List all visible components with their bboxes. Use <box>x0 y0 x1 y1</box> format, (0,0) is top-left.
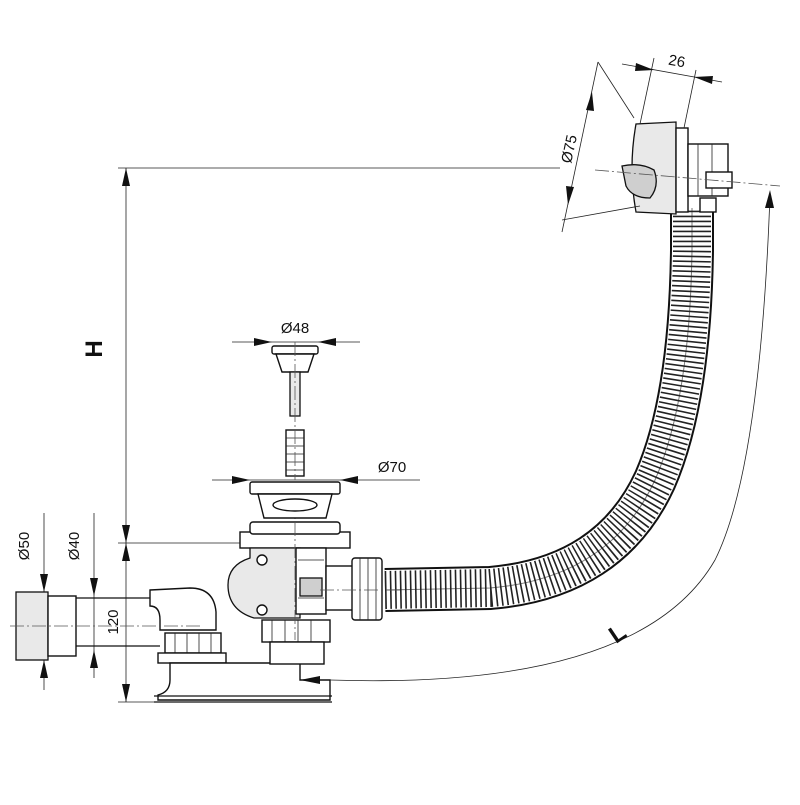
outlet-outer-diameter-label: Ø50 <box>16 532 33 560</box>
trap-stem <box>269 641 325 665</box>
coupling-body <box>325 565 355 611</box>
arrow-head <box>122 684 130 702</box>
overflow-diameter-label: Ø75 <box>558 133 581 164</box>
plug-body <box>275 353 315 373</box>
length-dimension-curve <box>329 194 771 682</box>
waste-housing <box>227 547 301 619</box>
arrow-head <box>254 338 272 346</box>
trap-body <box>154 619 332 703</box>
overflow-diameter-dimension: Ø75 <box>558 61 641 233</box>
trap-height-dimension: 120 <box>105 543 330 703</box>
arrow-head <box>566 186 574 205</box>
flexible-hose <box>384 208 714 612</box>
arrow-head <box>635 63 654 71</box>
overflow-depth-dimension: 26 <box>621 52 723 129</box>
arrow-head <box>122 543 130 561</box>
flange-diameter-label: Ø70 <box>378 459 406 476</box>
overflow-centerline <box>594 169 781 187</box>
overflow-head <box>594 121 781 215</box>
hose-coupling <box>320 557 400 621</box>
length-label: L <box>604 618 631 649</box>
trap-height-label: 120 <box>105 609 122 634</box>
height-dimension: H <box>81 167 560 702</box>
height-label: H <box>81 340 108 357</box>
outlet-diameter-dimensions: Ø50 Ø40 <box>16 513 98 690</box>
arrow-head <box>586 92 594 111</box>
overflow-top-extension-line <box>597 61 635 119</box>
outlet-pipe <box>10 587 217 661</box>
grate-flange <box>249 481 341 495</box>
plug-assembly: Ø48 <box>232 320 360 480</box>
overflow-outlet <box>699 197 717 213</box>
overflow-bottom-extension-line <box>561 205 641 221</box>
overflow-gasket <box>675 127 689 213</box>
arrow-head <box>694 76 713 84</box>
overflow-depth-label: 26 <box>667 52 686 72</box>
outlet-elbow <box>149 587 217 631</box>
arrow-head <box>40 660 48 678</box>
overflow-grip <box>621 164 657 199</box>
arrow-head <box>90 650 98 668</box>
arrow-head <box>765 190 774 208</box>
trap-nut-flange <box>157 652 227 664</box>
arrow-head <box>90 578 98 596</box>
trap-base <box>157 662 331 701</box>
arrow-head <box>122 525 130 543</box>
arrow-head <box>340 476 358 484</box>
plug-diameter-label: Ø48 <box>281 320 309 337</box>
flange-dimension: Ø70 <box>212 459 420 519</box>
trap-nut-left <box>164 632 222 654</box>
arrow-head <box>40 574 48 592</box>
coupling-nut <box>351 557 383 621</box>
waste-body <box>227 500 351 640</box>
arrow-head <box>318 338 336 346</box>
arrow-head <box>232 476 250 484</box>
arrow-head <box>122 168 130 186</box>
depth-right-extension-line <box>683 69 697 129</box>
outlet-inner-diameter-label: Ø40 <box>66 532 83 560</box>
arrow-head <box>300 676 320 684</box>
